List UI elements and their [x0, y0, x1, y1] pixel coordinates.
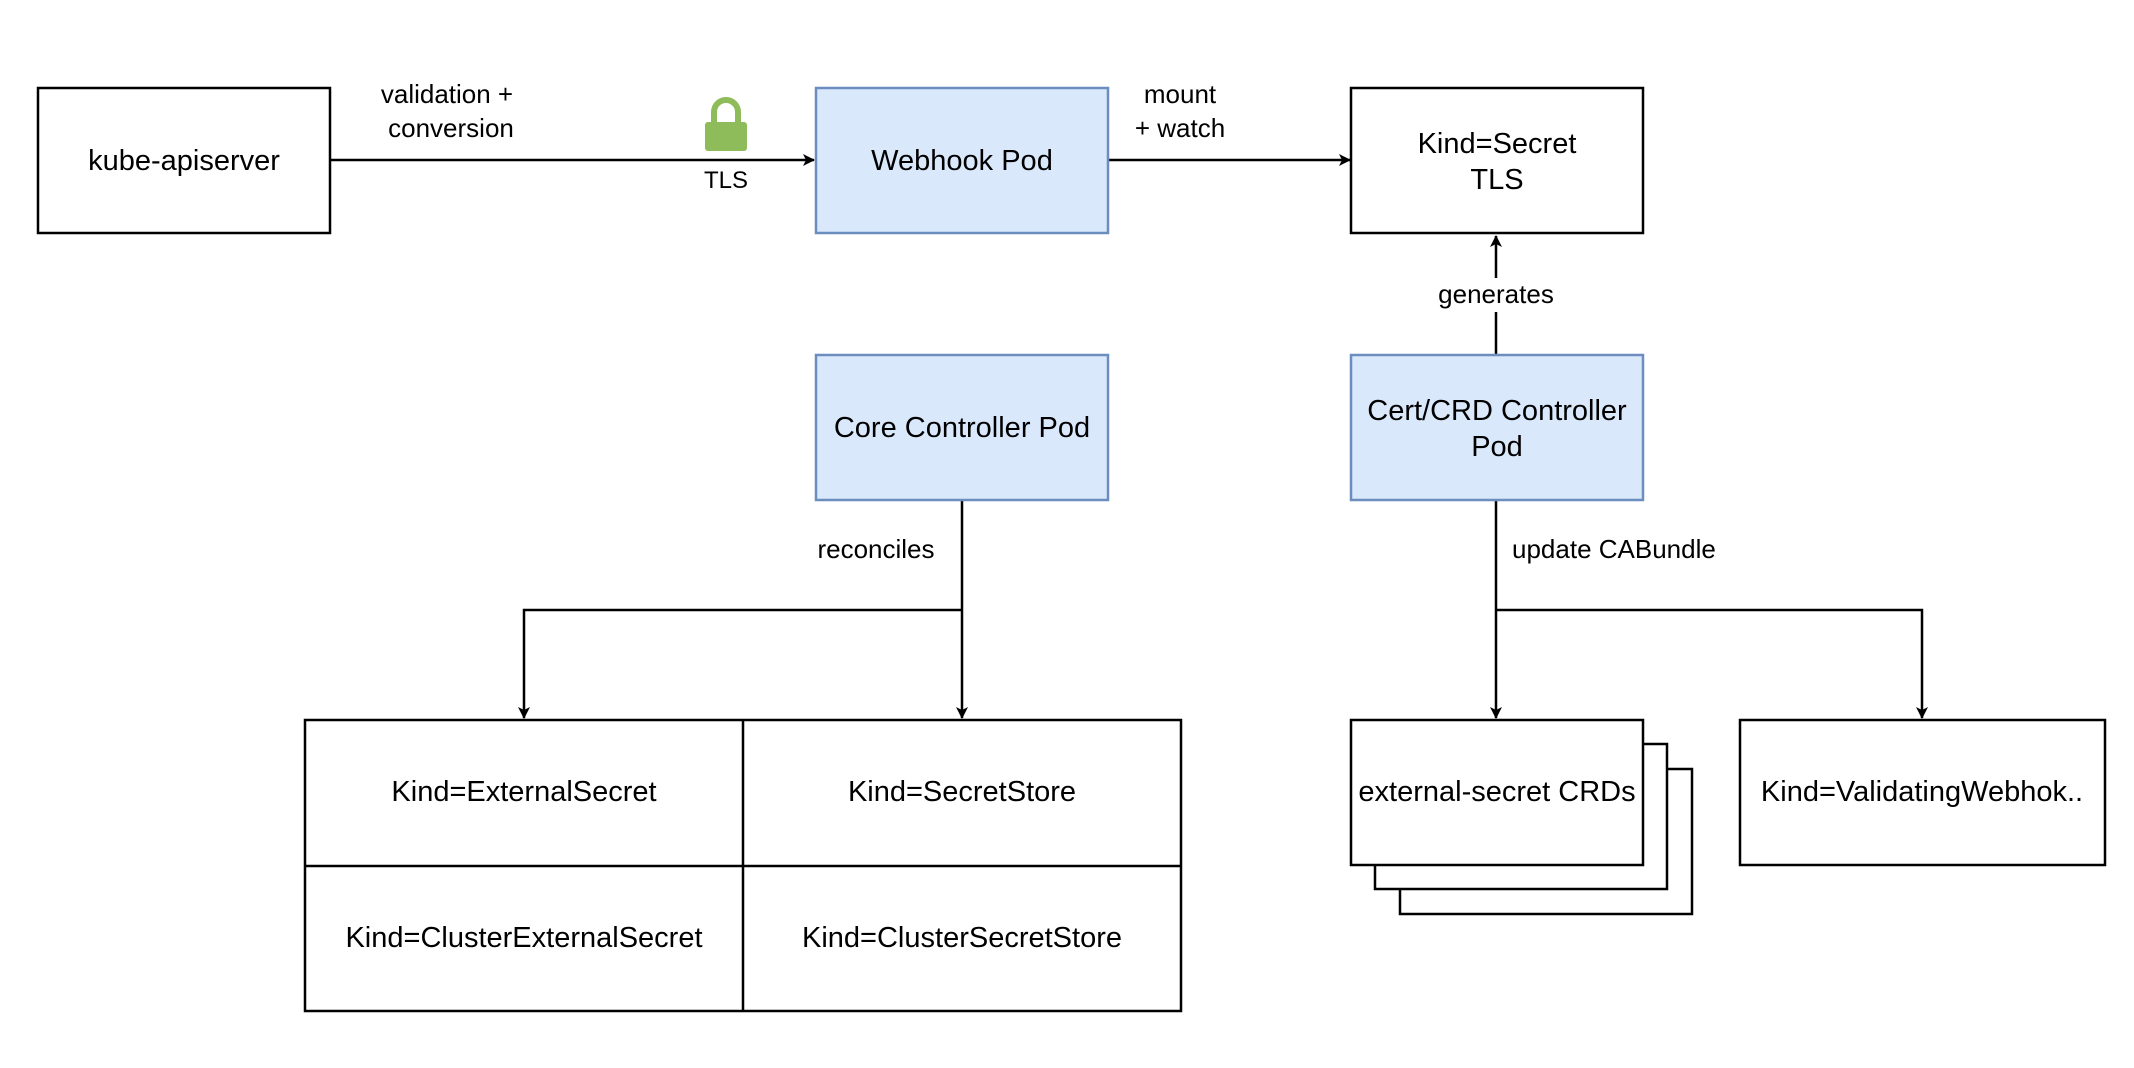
edge-label-validation-line2: conversion: [388, 113, 514, 143]
grid-cell-external-secret: Kind=ExternalSecret: [391, 776, 656, 808]
node-core-controller-pod: Core Controller Pod: [814, 353, 1110, 502]
edge-core-to-externalsecret: [518, 608, 962, 719]
node-webhook-pod: Webhook Pod: [814, 86, 1110, 235]
node-webhook-pod-label: Webhook Pod: [871, 145, 1053, 177]
grid-cell-cluster-external-secret: Kind=ClusterExternalSecret: [345, 922, 702, 954]
node-secret-tls-label-line2: TLS: [1470, 164, 1523, 196]
node-cert-controller-pod: Cert/CRD Controller Pod: [1349, 353, 1645, 502]
edge-label-mount-line2: + watch: [1135, 113, 1225, 143]
node-secret-tls: Kind=Secret TLS: [1349, 86, 1645, 235]
edge-label-validation-line1: validation +: [381, 79, 513, 109]
node-cert-controller-label-line1: Cert/CRD Controller: [1367, 395, 1627, 427]
edge-label-mount-line1: mount: [1144, 79, 1217, 109]
node-crds-label: external-secret CRDs: [1358, 776, 1635, 808]
node-validating-webhook-label: Kind=ValidatingWebhok..: [1761, 776, 2083, 808]
node-kube-apiserver-label: kube-apiserver: [88, 145, 280, 177]
edge-cert-to-validating-webhook: [1496, 608, 1928, 719]
edge-label-reconciles: reconciles: [817, 534, 934, 564]
lock-icon: [705, 97, 747, 151]
node-cert-controller-label-line2: Pod: [1471, 431, 1523, 463]
node-crds-stack: external-secret CRDs: [1349, 718, 1694, 916]
grid-cell-cluster-secret-store: Kind=ClusterSecretStore: [802, 922, 1122, 954]
node-validating-webhook: Kind=ValidatingWebhok..: [1738, 718, 2107, 867]
edge-label-generates: generates: [1438, 279, 1554, 309]
node-resource-grid: Kind=ExternalSecret Kind=SecretStore Kin…: [303, 718, 1183, 1013]
edge-label-update-cabundle: update CABundle: [1512, 534, 1716, 564]
node-core-controller-label: Core Controller Pod: [834, 412, 1090, 444]
node-secret-tls-label-line1: Kind=Secret: [1418, 128, 1577, 160]
node-kube-apiserver: kube-apiserver: [36, 86, 332, 235]
grid-cell-secret-store: Kind=SecretStore: [848, 776, 1076, 808]
edge-label-tls: TLS: [704, 167, 748, 194]
